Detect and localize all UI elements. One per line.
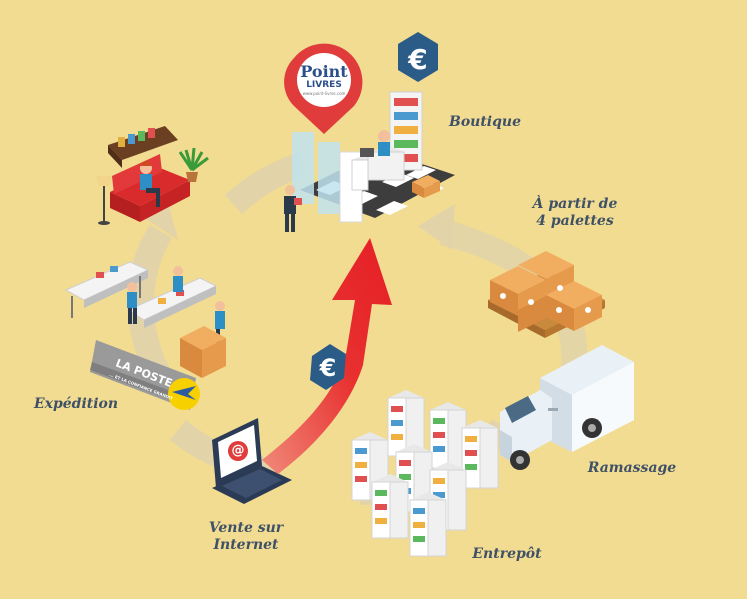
step-label-entrepot: Entrepôt	[472, 546, 542, 562]
euro-icon: €	[408, 43, 428, 76]
euro-icon: €	[319, 354, 337, 382]
step-label-vente: Vente sur Internet	[208, 520, 284, 553]
logo-name-bottom: LIVRES	[306, 80, 342, 90]
at-sign-icon: @	[231, 443, 245, 458]
step-label-ramassage: Ramassage	[587, 460, 677, 476]
euro-badges	[310, 32, 438, 390]
expedition-illustration	[64, 261, 226, 378]
red-arrow	[262, 238, 392, 474]
warehouse-illustration	[351, 390, 499, 557]
step-label-expedition: Expédition	[33, 396, 119, 412]
step-label-palettes: À partir de 4 palettes	[532, 196, 618, 229]
logo-url: www.point-livres.com	[302, 91, 346, 96]
van-illustration	[500, 345, 634, 470]
step-label-boutique: Boutique	[448, 114, 521, 130]
sofa-illustration	[96, 126, 209, 225]
laptop-illustration	[212, 418, 292, 504]
pallets-illustration	[488, 251, 605, 338]
laposte-banner	[90, 340, 200, 410]
shop-illustration	[284, 91, 455, 232]
logo-name-top: Point	[300, 62, 348, 81]
point-livres-pin	[284, 43, 363, 134]
